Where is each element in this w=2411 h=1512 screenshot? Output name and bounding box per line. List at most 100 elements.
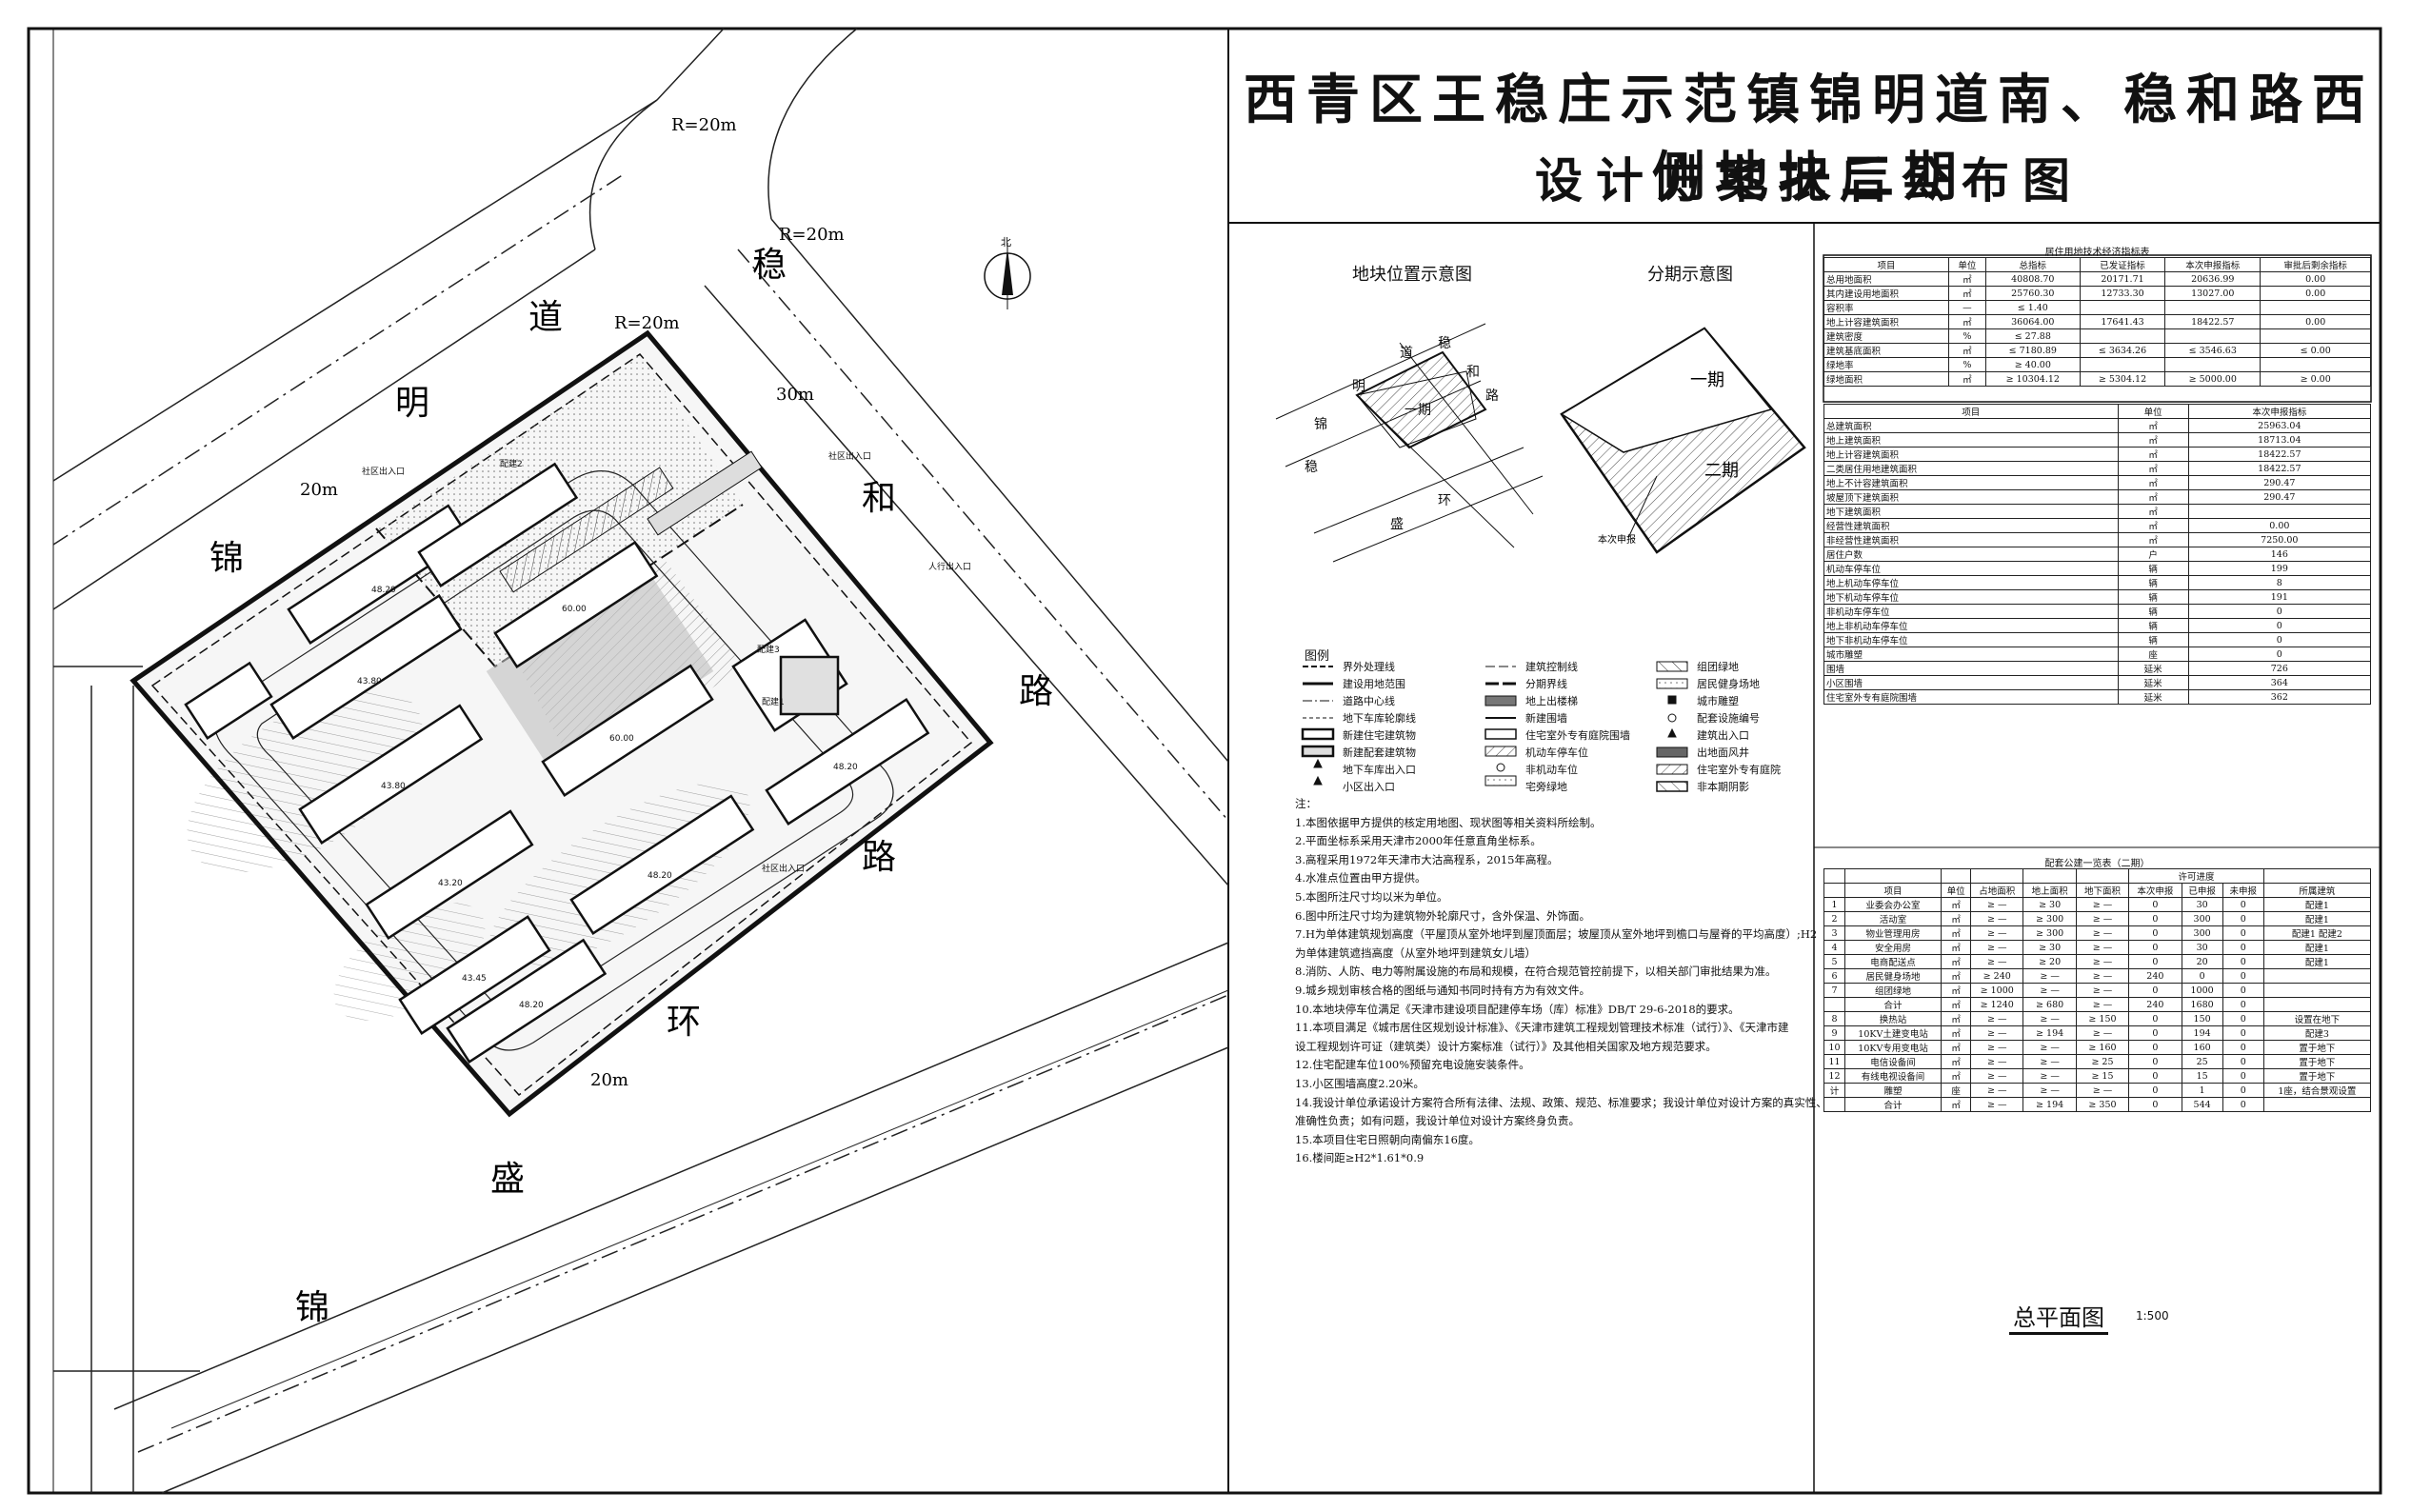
table-cell: [2187, 504, 2372, 519]
table-cell: 非机动车停车位: [1823, 604, 2119, 619]
legend-item: 机动车停车位: [1525, 746, 1588, 759]
table-cell: ㎡: [2117, 461, 2189, 476]
table-header-cell: 未申报: [2222, 883, 2264, 898]
table-cell: [2260, 357, 2371, 372]
table-cell: 地上机动车停车位: [1823, 575, 2119, 590]
note-line: 13.小区围墙高度2.20米。: [1295, 1076, 1425, 1090]
table-cell: 0: [2128, 1097, 2182, 1112]
table-cell: 绿地面积: [1823, 371, 1949, 387]
table-cell: ≥ —: [1970, 1054, 2024, 1069]
table-cell: %: [1947, 357, 1986, 372]
table-group-spacer: [1941, 868, 1972, 884]
road-name-char: 锦: [295, 1288, 329, 1327]
road-name-char: 环: [667, 1003, 701, 1042]
table-cell: ㎡: [1947, 314, 1986, 329]
plan-tag: 配建1: [762, 696, 785, 707]
table-cell: 总建筑面积: [1823, 418, 2119, 433]
table-cell: ㎡: [1941, 940, 1972, 955]
building-label: 60.00: [609, 734, 634, 744]
table-cell: ≥ —: [1970, 1011, 2024, 1026]
legend-item: 界外处理线: [1343, 661, 1395, 673]
inset-road-label: 和: [1466, 365, 1480, 380]
table-cell: 总用地面积: [1823, 271, 1949, 287]
drawing-title-line1: 西青区王稳庄示范镇锦明道南、稳和路西侧地块二期: [1244, 69, 2375, 209]
width-label: 20m: [590, 1070, 628, 1090]
table-cell: ≥ —: [1970, 954, 2024, 969]
table-cell: ≥ —: [2075, 925, 2130, 941]
legend-item: 住宅室外专有庭院: [1697, 764, 1781, 776]
table-cell: 活动室: [1843, 911, 1943, 926]
table-cell: 240: [2128, 997, 2182, 1012]
legend-item: 组团绿地: [1697, 661, 1739, 673]
table-cell: ㎡: [1941, 1068, 1972, 1084]
table-cell: ㎡: [1941, 925, 1972, 941]
table-cell: ㎡: [2117, 489, 2189, 505]
table-row: 绿地率%≥ 40.00: [1823, 357, 2371, 372]
table-cell: 290.47: [2187, 475, 2372, 490]
table-cell: 0.00: [2187, 518, 2372, 533]
table-header-cell: 总指标: [1984, 257, 2081, 272]
table-cell: 0: [2222, 1011, 2264, 1026]
table-cell: ≥ 40.00: [1984, 357, 2081, 372]
table-cell: [2164, 328, 2262, 344]
table-cell: ≥ 240: [1970, 968, 2024, 984]
table-cell: ≤ 1.40: [1984, 300, 2081, 315]
phase2-label: 二期: [1704, 461, 1739, 481]
table-cell: ≥ 300: [2022, 925, 2077, 941]
legend-item: 新建配套建筑物: [1343, 746, 1416, 759]
note-line: 7.H为单体建筑规划高度（平屋顶从室外地坪到屋顶面层；坡屋顶从室外地坪到檐口与屋…: [1295, 927, 1818, 942]
table-cell: 290.47: [2187, 489, 2372, 505]
inset-road-label: 稳: [1438, 336, 1451, 351]
legend-item: 道路中心线: [1343, 695, 1395, 707]
table-cell: 8: [1823, 1011, 1845, 1026]
table-cell: 12: [1823, 1068, 1845, 1084]
inset-road-label: 路: [1485, 388, 1499, 404]
table-cell: 362: [2187, 689, 2372, 705]
table-cell: 240: [2128, 968, 2182, 984]
table-group-spacer: [2075, 868, 2130, 884]
table-cell: 10: [1823, 1040, 1845, 1055]
table-cell: 0: [2222, 1068, 2264, 1084]
table-cell: 300: [2181, 925, 2223, 941]
table-cell: ≥ 15: [2075, 1068, 2130, 1084]
table-header-row: 项目单位本次申报指标: [1823, 404, 2372, 419]
note-line: 4.水准点位置由甲方提供。: [1295, 871, 1426, 885]
table-header-cell: 占地面积: [1970, 883, 2024, 898]
table-cell: 0: [2187, 647, 2372, 662]
table-cell: 延米: [2117, 689, 2189, 705]
table-cell: ㎡: [2117, 504, 2189, 519]
legend-item: 小区出入口: [1343, 781, 1395, 793]
design-notes: 注： 1.本图依据甲方提供的核定用地图、现状图等相关资料所绘制。 2.平面坐标系…: [1295, 795, 1827, 1168]
table-cell: 30: [2181, 897, 2223, 912]
width-label: 20m: [300, 480, 338, 500]
table-cell: ≥ 0.00: [2260, 371, 2371, 387]
table-cell: ㎡: [2117, 432, 2189, 448]
table-cell: 延米: [2117, 661, 2189, 676]
inset-road-label: 明: [1352, 379, 1365, 394]
table-cell: 换热站: [1843, 1011, 1943, 1026]
table-cell: 10KV土建变电站: [1843, 1025, 1943, 1041]
table-cell: ≥ 30: [2022, 897, 2077, 912]
table-cell: 电信设备间: [1843, 1054, 1943, 1069]
table-cell: ≥ —: [2022, 983, 2077, 998]
table-cell: [2262, 983, 2372, 998]
table-cell: ≥ —: [2022, 1011, 2077, 1026]
table-cell: ㎡: [1941, 911, 1972, 926]
table-cell: ≥ 5304.12: [2079, 371, 2166, 387]
table-cell: 置于地下: [2262, 1040, 2372, 1055]
inner-frame: [52, 28, 2381, 1494]
table-cell: 194: [2181, 1025, 2223, 1041]
table-cell: 150: [2181, 1011, 2223, 1026]
road-name-char: 路: [1019, 672, 1053, 711]
table-cell: 0: [2128, 911, 2182, 926]
